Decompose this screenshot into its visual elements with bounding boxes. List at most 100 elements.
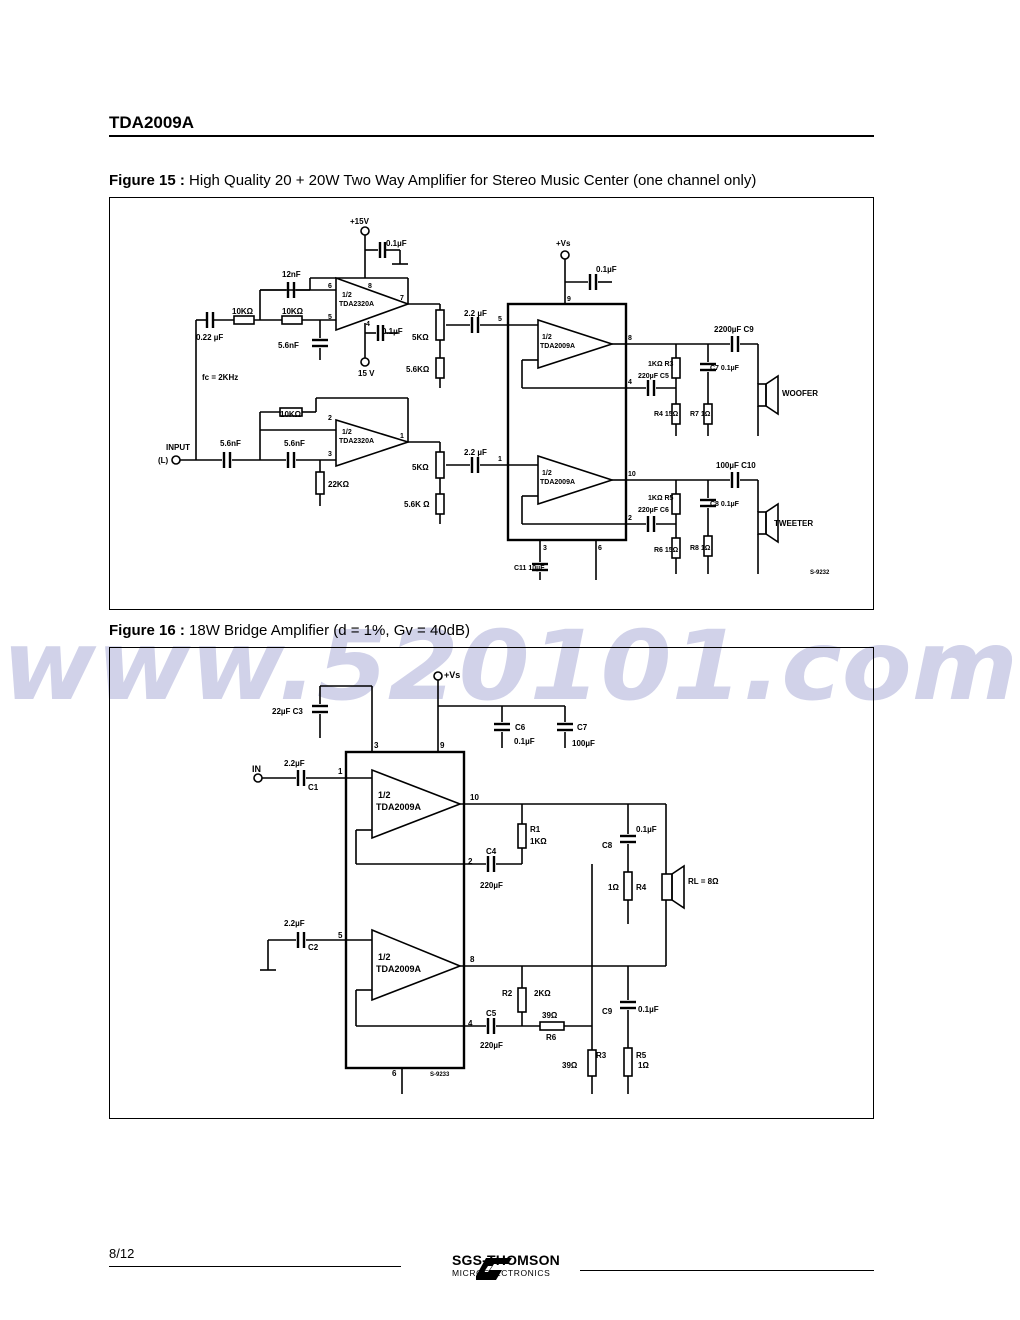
label-c10: 100µF C10 <box>716 461 756 470</box>
figure-15-caption-text: High Quality 20 + 20W Two Way Amplifier … <box>189 172 757 189</box>
label-pot-5k-a: 5KΩ <box>412 333 429 342</box>
label-r6: R6 15Ω <box>654 547 679 554</box>
label-c9-bridge: C9 <box>602 1007 613 1016</box>
label-pin-5: 5 <box>498 316 502 323</box>
label-c7-value: 100µF <box>572 739 595 748</box>
label-r2-value: 2KΩ <box>534 989 551 998</box>
brand-name: SGS-THOMSON <box>452 1252 560 1268</box>
label-code-9233: S-9233 <box>430 1072 450 1078</box>
label-c-0.22uf: 0.22 µF <box>196 333 223 342</box>
label-pin-a4: 4 <box>366 321 370 328</box>
label-vs-bridge: +Vs <box>444 670 460 680</box>
label-pin-b1: 1 <box>400 433 404 440</box>
st-logo-icon <box>476 1258 512 1280</box>
label-half-d: 1/2 <box>542 470 552 477</box>
label-pot-5k-b: 5KΩ <box>412 463 429 472</box>
label-input-l: (L) <box>158 456 169 465</box>
label-pin-a8: 8 <box>368 283 372 290</box>
label-half-b: 1/2 <box>342 429 352 436</box>
label-bhalf-b: 1/2 <box>378 952 391 962</box>
label-half-c: 1/2 <box>542 334 552 341</box>
page-number: 8/12 <box>109 1246 135 1261</box>
label-pin-8: 8 <box>628 335 632 342</box>
label-tda2320a-upper: TDA2320A <box>339 301 374 308</box>
tda2009a-bridge-package <box>344 750 466 1070</box>
label-r4-bridge: R4 <box>636 883 647 892</box>
label-r1-value: 1KΩ <box>530 837 547 846</box>
label-c-0.1uf-c: 0.1µF <box>596 265 617 274</box>
label-c-5.6nf-c: 5.6nF <box>284 439 305 448</box>
label-r5-bridge: R5 <box>636 1051 647 1060</box>
label-r6-value: 39Ω <box>542 1011 558 1020</box>
label-c3: 22µF C3 <box>272 707 303 716</box>
label-c-0.1uf-a: 0.1µF <box>386 239 407 248</box>
header-rule <box>109 135 874 137</box>
label-r5: 1KΩ R5 <box>648 495 674 502</box>
label-input: INPUT <box>166 443 190 452</box>
figure-16-frame: +Vs 22µF C3 C6 0.1µF C7 100µF 3 9 IN 2.2… <box>109 647 874 1119</box>
label-c8: C8 0.1µF <box>710 501 740 508</box>
figure-15-frame: +15V 0.1µF 12nF 6 8 7 5 4 1/2 TDA2320A 1… <box>109 197 874 610</box>
label-c5-bridge: C5 <box>486 1009 497 1018</box>
figure-16-schematic: +Vs 22µF C3 C6 0.1µF C7 100µF 3 9 IN 2.2… <box>252 670 719 1094</box>
figure-15-label: Figure 15 : <box>109 172 185 189</box>
label-bpin-5: 5 <box>338 931 343 940</box>
label-r-5.6k-b: 5.6K Ω <box>404 500 430 509</box>
label-pin-10: 10 <box>628 471 636 478</box>
label-r4: R4 15Ω <box>654 411 679 418</box>
label-pin-b3: 3 <box>328 451 332 458</box>
label-bpin-2: 2 <box>468 857 473 866</box>
label-bpin-8: 8 <box>470 955 475 964</box>
label-c1-value: 2.2µF <box>284 759 305 768</box>
label-pin-4: 4 <box>628 379 632 386</box>
brand-subtitle: MICROELECTRONICS <box>452 1268 551 1278</box>
label-c9: 2200µF C9 <box>714 325 754 334</box>
label-c-2.2uf-a: 2.2 µF <box>464 309 487 318</box>
label-c2: C2 <box>308 943 319 952</box>
label-pin-6: 6 <box>598 545 602 552</box>
label-r2: R2 <box>502 989 513 998</box>
label-bpin-3: 3 <box>374 741 379 750</box>
label-pin-a6: 6 <box>328 283 332 290</box>
figure-16-caption: Figure 16 : 18W Bridge Amplifier (d = 1%… <box>109 622 470 639</box>
label-c5: 220µF C5 <box>638 373 669 380</box>
label-c-0.1uf-b: 0.1µF <box>382 327 403 336</box>
label-tda2009a-upper: TDA2009A <box>540 343 575 350</box>
label-tda2009a-a: TDA2009A <box>376 802 422 812</box>
label-rl: RL = 8Ω <box>688 877 719 886</box>
label-c2-value: 2.2µF <box>284 919 305 928</box>
label-c7: C7 0.1µF <box>710 365 740 372</box>
tda2320a-upper-amp <box>335 276 411 332</box>
label-pin-b2: 2 <box>328 415 332 422</box>
label-c1: C1 <box>308 783 319 792</box>
label-minus-15v: 15 V <box>358 369 375 378</box>
label-r-10k-c: 10KΩ <box>280 410 302 419</box>
tda2009a-package <box>506 302 628 542</box>
label-vs: +Vs <box>556 239 571 248</box>
label-r5-value: 1Ω <box>638 1061 649 1070</box>
label-c6-value: 0.1µF <box>514 737 535 746</box>
footer-rule-left <box>109 1266 401 1267</box>
label-c5-value: 220µF <box>480 1041 503 1050</box>
label-code-9232: S-9232 <box>810 570 830 576</box>
label-tweeter: TWEETER <box>774 519 813 528</box>
label-c4: C4 <box>486 847 497 856</box>
label-pin-9: 9 <box>567 296 571 303</box>
label-pin-1: 1 <box>498 456 502 463</box>
label-pin-a5: 5 <box>328 314 332 321</box>
label-tda2009a-lower: TDA2009A <box>540 479 575 486</box>
label-c11: C11 10µF <box>514 565 545 572</box>
label-r4-value: 1Ω <box>608 883 619 892</box>
tda2320a-lower-amp <box>335 418 411 468</box>
label-c6-bridge: C6 <box>515 723 526 732</box>
label-r7: R7 1Ω <box>690 411 711 418</box>
label-r-10k-a: 10KΩ <box>232 307 254 316</box>
label-pin-a7: 7 <box>400 295 404 302</box>
label-pin-3: 3 <box>543 545 547 552</box>
label-r-22k: 22KΩ <box>328 480 350 489</box>
label-r3: 1KΩ R3 <box>648 361 674 368</box>
figure-15-schematic: +15V 0.1µF 12nF 6 8 7 5 4 1/2 TDA2320A 1… <box>158 217 830 580</box>
label-bpin-1: 1 <box>338 767 343 776</box>
label-c8-value: 0.1µF <box>636 825 657 834</box>
label-bpin-10: 10 <box>470 793 479 802</box>
